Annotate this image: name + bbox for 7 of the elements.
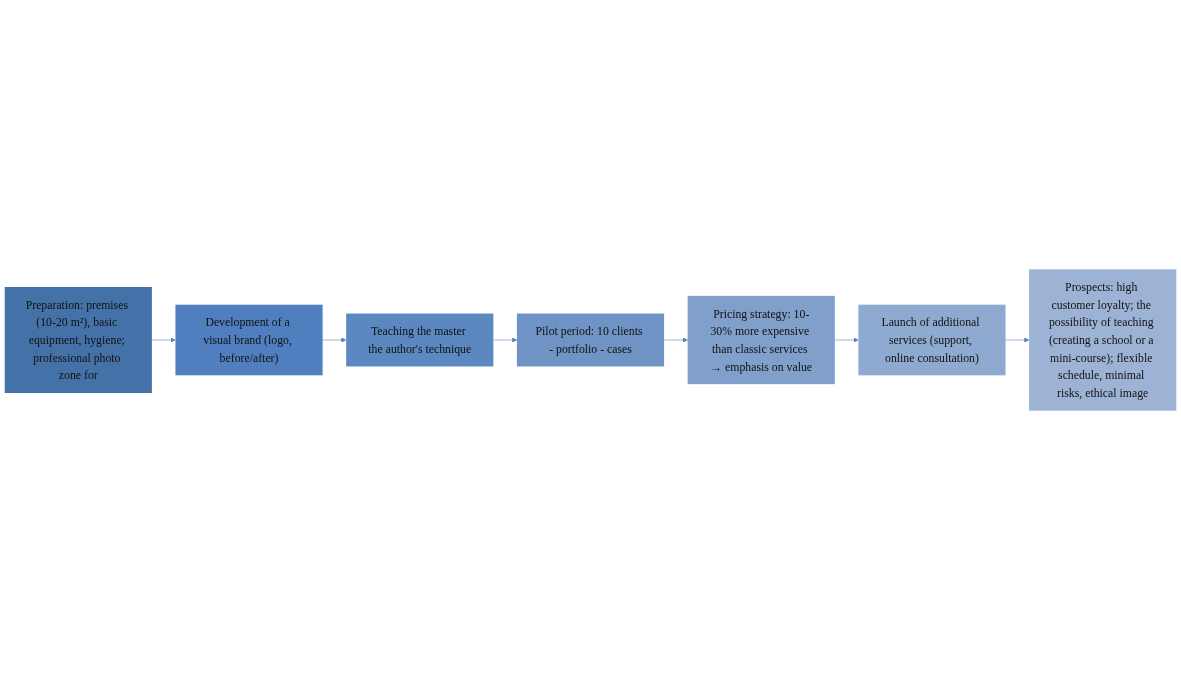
- node-box: Prospects: high customer loyalty; the possibility of teaching (creating a school or a mini-course); flexible schedule, minimal risks, ethical image: [1029, 269, 1177, 411]
- node-box: Development of a visual brand (logo, before/after): [175, 304, 323, 376]
- node-box: Preparation: premises (10-20 m²), basic equipment, hygiene; professional photo zone for: [4, 287, 152, 393]
- node-box: Teaching the master the author's technique: [346, 313, 494, 367]
- node-box: Pricing strategy: 10-30% more expensive than classic services → emphasis on value: [687, 295, 835, 385]
- node-box: Pilot period: 10 clients - portfolio - cases: [516, 313, 665, 367]
- node-box: Launch of additional services (support, online consultation): [858, 304, 1006, 376]
